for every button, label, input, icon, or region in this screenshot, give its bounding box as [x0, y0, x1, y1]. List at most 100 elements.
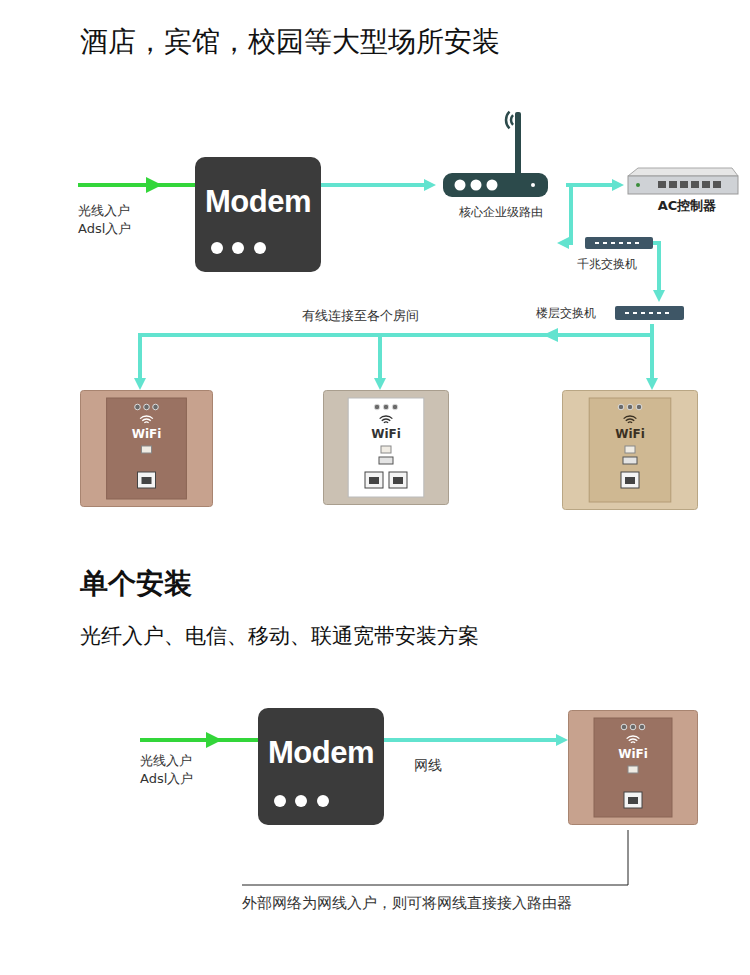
switch-port: [665, 312, 669, 314]
switch-port: [619, 242, 623, 244]
signal-wave: [506, 112, 510, 129]
network-port-socket: [369, 477, 379, 484]
router-body: [443, 173, 548, 197]
panel-frame: [81, 391, 213, 507]
device-port: [713, 181, 721, 188]
network-port: [365, 472, 383, 488]
switch-port: [603, 242, 607, 244]
panel-led: [639, 724, 645, 730]
panel-led: [144, 404, 150, 410]
panel-led: [618, 404, 624, 410]
router-light: [487, 180, 498, 191]
panel-led: [636, 404, 642, 410]
wifi-icon: [624, 416, 637, 419]
reset-button: [625, 446, 635, 453]
reset-button: [142, 446, 152, 453]
wifi-label: WiFi: [80, 427, 213, 441]
network-port-socket: [628, 797, 638, 804]
wifi-label: WiFi: [568, 747, 698, 761]
indicator-dot: [295, 795, 307, 807]
device-port: [691, 181, 699, 188]
edge-label: 有线连接至各个房间: [300, 307, 421, 325]
leader-line: [242, 830, 628, 885]
switch-port: [625, 312, 629, 314]
modem-body: [258, 708, 384, 825]
switch-port: [649, 312, 653, 314]
indicator-dot: [211, 242, 223, 254]
wifi-panel: WiFi: [323, 390, 449, 505]
wifi-panel: WiFi: [80, 390, 213, 507]
wifi-icon: [144, 421, 148, 423]
node-shape: [562, 390, 698, 510]
wifi-icon: [627, 736, 640, 739]
input-line: [78, 183, 195, 187]
node-shape: [568, 710, 698, 825]
network-port: [138, 472, 156, 488]
router-device: 核心企业级路由: [436, 104, 566, 224]
switch-body: [585, 237, 653, 249]
panel-led: [374, 404, 380, 410]
panel-led: [630, 724, 636, 730]
node-label: AC控制器: [624, 197, 750, 214]
wifi-icon: [626, 419, 634, 421]
modem-box: Modem: [195, 157, 321, 272]
section-heading: 单个安装: [80, 566, 192, 602]
switch-port: [641, 312, 645, 314]
switch-port: [611, 242, 615, 244]
device-port: [669, 181, 677, 188]
panel-plate: [348, 398, 424, 497]
switch-port: [633, 312, 637, 314]
antenna: [515, 112, 521, 176]
panel-plate: [589, 398, 671, 502]
edge-label: 网线: [412, 756, 444, 775]
indicator-dot: [274, 795, 286, 807]
device-port: [680, 181, 688, 188]
input-arrowhead: [146, 177, 162, 193]
usb-port: [379, 457, 393, 464]
input-line: [140, 738, 258, 742]
wifi-panel: WiFi: [562, 390, 698, 510]
panel-plate: [594, 718, 672, 817]
device-top: [628, 168, 738, 176]
switch-port: [635, 242, 639, 244]
input-label: 光线入户 Adsl入户: [78, 202, 140, 238]
panel-led: [392, 404, 398, 410]
indicator-dot: [254, 242, 266, 254]
device-led: [636, 183, 640, 187]
network-port-socket: [625, 477, 635, 484]
panel-frame: [569, 711, 698, 825]
panel-led: [627, 404, 633, 410]
section-subheading: 光纤入户、电信、移动、联通宽带安装方案: [80, 622, 479, 650]
page-title: 酒店，宾馆，校园等大型场所安装: [80, 24, 500, 60]
connector: [653, 243, 659, 292]
usb-port: [623, 457, 637, 464]
panel-frame: [563, 391, 698, 510]
panel-led: [621, 724, 627, 730]
signal-wave: [511, 115, 513, 125]
indicator-dot: [317, 795, 329, 807]
wifi-icon: [631, 741, 635, 743]
wifi-icon: [142, 419, 150, 421]
switch-port: [595, 242, 599, 244]
switch-body: [615, 306, 684, 320]
connector: [566, 183, 614, 187]
device-port: [658, 181, 666, 188]
input-arrowhead: [206, 732, 222, 748]
connector: [380, 324, 652, 380]
network-port: [624, 792, 642, 808]
switch-device: 千兆交换机: [577, 232, 653, 276]
network-port-socket: [393, 477, 403, 484]
device-name: Modem: [258, 734, 384, 772]
node-label: 核心企业级路由: [436, 204, 566, 220]
node-shape: [80, 390, 213, 507]
connector: [321, 183, 426, 187]
panel-led: [135, 404, 141, 410]
device-name: Modem: [195, 183, 321, 221]
node-shape: [323, 390, 449, 505]
modem-box: Modem: [258, 708, 384, 825]
panel-plate: [107, 398, 187, 499]
router-light: [455, 180, 466, 191]
wifi-icon: [140, 416, 153, 419]
reset-button: [628, 766, 638, 773]
ac-controller: AC控制器: [624, 164, 750, 216]
